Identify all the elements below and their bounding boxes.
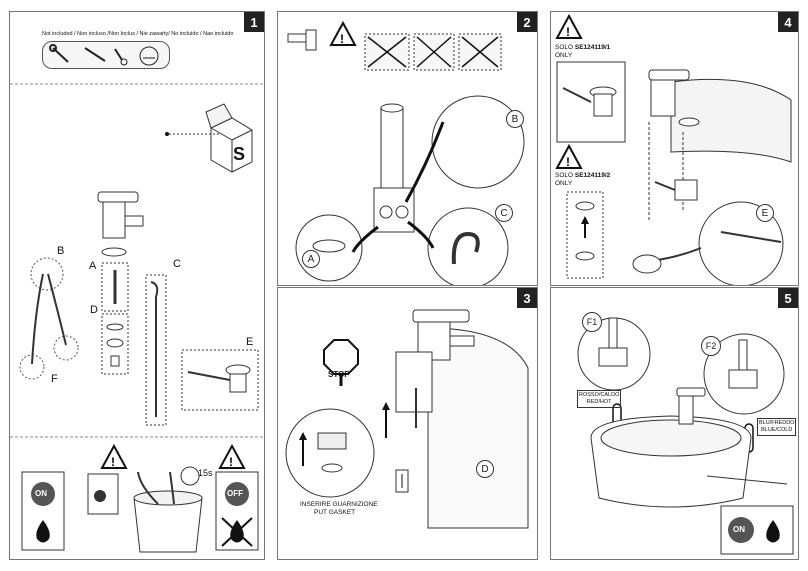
panel-5-drawing <box>577 317 794 555</box>
off-label: OFF <box>227 489 243 498</box>
svg-text:!: ! <box>111 455 115 469</box>
panel-3: 3 STOP INSERIRE GUARNIZIONE PUT GASKET D <box>277 287 538 560</box>
label-f2: F2 <box>701 336 721 356</box>
not-included-text: Not included / Non incluso /Non Inclus /… <box>42 31 234 37</box>
svg-text:!: ! <box>566 155 570 169</box>
label-b: B <box>506 110 524 128</box>
panel-1: 1 Not included / Non incluso /Non Inclus… <box>9 11 265 560</box>
panel-number: 4 <box>778 12 798 32</box>
panel-number: 1 <box>244 12 264 32</box>
cold-label-en: BLUE/COLD <box>761 427 793 433</box>
panel-5: 5 F1 F2 ROSSO/CALDO RED/HOT BLU/FREDDO B… <box>550 287 799 560</box>
tools-box <box>42 41 170 69</box>
panel-1-drawing: S ! ! <box>10 44 264 553</box>
on-label: ON <box>35 489 47 498</box>
cold-label: BLU/FREDDO BLUE/COLD <box>757 418 797 436</box>
code2-only: ONLY <box>555 180 573 187</box>
panel-4-drawing: ! ! <box>555 13 792 285</box>
panel-2-drawing: ! <box>287 20 525 285</box>
panel-number: 2 <box>517 12 537 32</box>
label-e: E <box>756 204 774 222</box>
panel-4: 4 ! ! SOLO SE124119/1 ONLY SOLO SE124 <box>550 11 799 286</box>
panel-2: 2 ! B A C <box>277 11 538 286</box>
label-b: B <box>57 245 65 257</box>
hot-label: ROSSO/CALDO RED/HOT <box>577 390 622 408</box>
label-f1: F1 <box>582 312 602 332</box>
timer-label: 15s <box>198 468 213 478</box>
code2-line: SOLO SE124119/2 ONLY <box>555 172 610 188</box>
panel-3-drawing <box>285 309 529 529</box>
svg-text:!: ! <box>229 455 233 469</box>
label-f: F <box>51 373 58 385</box>
hot-label-en: RED/HOT <box>586 399 612 405</box>
caption-english: PUT GASKET <box>314 509 356 516</box>
svg-text:S: S <box>233 144 245 164</box>
stop-sign-text: STOP <box>328 370 350 379</box>
panel-number: 3 <box>517 288 537 308</box>
code1-line: SOLO SE124119/1 ONLY <box>555 44 610 60</box>
label-c: C <box>173 258 181 270</box>
code1-prefix: SOLO <box>555 44 574 51</box>
label-a: A <box>89 260 97 272</box>
on-label: ON <box>733 525 745 534</box>
caption-italian: INSERIRE GUARNIZIONE <box>300 501 378 508</box>
svg-text:!: ! <box>566 25 570 39</box>
panel-number: 5 <box>778 288 798 308</box>
svg-text:!: ! <box>340 32 344 46</box>
label-d: D <box>476 460 494 478</box>
code1-value: SE124119/1 <box>574 44 611 51</box>
code1-only: ONLY <box>555 52 573 59</box>
label-e: E <box>246 336 254 348</box>
label-d: D <box>90 304 98 316</box>
label-c: C <box>495 204 513 222</box>
code2-prefix: SOLO <box>555 172 574 179</box>
label-a: A <box>302 250 320 268</box>
code2-value: SE124119/2 <box>574 172 611 179</box>
hot-label-it: ROSSO/CALDO <box>579 392 620 398</box>
cold-label-it: BLU/FREDDO <box>759 420 795 426</box>
